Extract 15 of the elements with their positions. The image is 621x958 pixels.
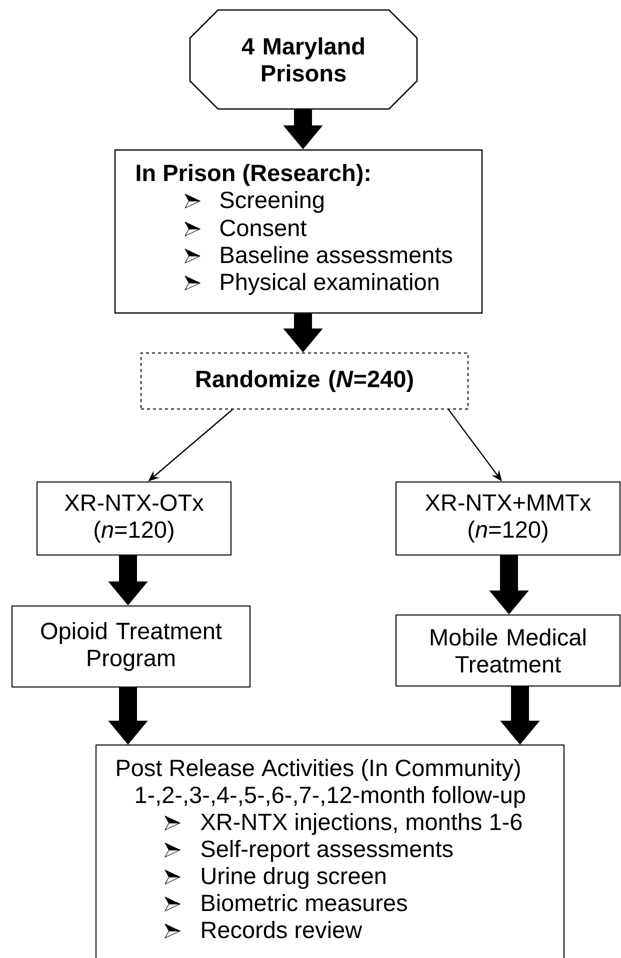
process-box: Randomize (N=240): [140, 352, 468, 410]
process-box: XR-NTX+MMTx (n=120): [396, 482, 620, 556]
process-box: Mobile Medical Treatment: [396, 614, 620, 686]
node-label: XR-NTX injections, months 1-6: [200, 812, 522, 835]
process-box: Opioid Treatment Program: [12, 606, 250, 688]
node-label: 1-,2-,3-,4-,5-,6-,7-,12-month follow-up: [136, 786, 525, 808]
node-label: Records review: [202, 920, 362, 938]
node-label: Biometric measures: [202, 894, 407, 912]
node-label: Post Release Activities (In Community): [117, 758, 520, 781]
process-box: In Prison (Research): Screening Consent Baseline assessments Physical examination: [114, 149, 483, 314]
node-label: Urine drug screen: [202, 866, 386, 889]
start-octagon: 4 Maryland Prisons: [189, 9, 418, 110]
node-label: Self-report assessments: [201, 840, 453, 862]
process-box: XR-NTX-OTx (n=120): [36, 482, 232, 556]
process-box: Post Release Activities (In Community) 1-,2-,3-,4-,5-,6-,7-,12-month follow-up XR-NTX injections, months 1-6 Self-report assessments Urine drug screen Biometric measures Records review: [96, 744, 564, 958]
